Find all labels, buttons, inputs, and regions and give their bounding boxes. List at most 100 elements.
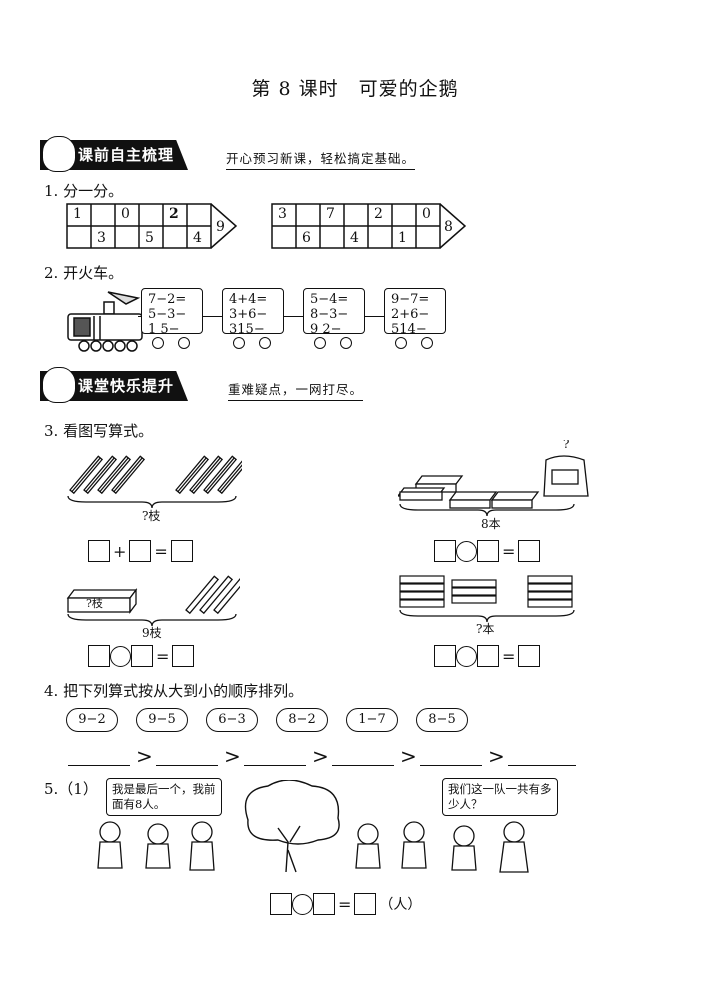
answer-blank[interactable] bbox=[508, 765, 576, 766]
brace-icon bbox=[399, 503, 575, 517]
answer-box[interactable] bbox=[434, 645, 456, 667]
answer-box[interactable] bbox=[477, 540, 499, 562]
unit-label: （人） bbox=[379, 897, 422, 913]
equation-b: = bbox=[434, 540, 541, 562]
brace-icon bbox=[399, 609, 575, 623]
grid-cell[interactable]: 6 bbox=[302, 230, 311, 246]
answer-box[interactable] bbox=[434, 540, 456, 562]
wheel-icon bbox=[421, 337, 433, 349]
grid-cell[interactable]: 3 bbox=[97, 230, 106, 246]
grid-cell[interactable]: 2 bbox=[374, 206, 383, 222]
answer-box[interactable] bbox=[88, 645, 110, 667]
expression-cloud: 8−2 bbox=[276, 708, 328, 732]
answer-box[interactable] bbox=[172, 645, 195, 667]
expression: 5−4= bbox=[310, 292, 349, 307]
expression: 3+6− bbox=[229, 307, 268, 322]
operator-circle[interactable] bbox=[110, 645, 131, 667]
greater-than-sign: > bbox=[400, 744, 417, 768]
wheel-icon bbox=[340, 337, 352, 349]
section-banner-practice: 课堂快乐提升 重难疑点，一网打尽。 bbox=[40, 367, 400, 403]
answer-box[interactable] bbox=[354, 893, 377, 915]
answer-box[interactable] bbox=[518, 645, 541, 667]
expression: 1 5− bbox=[148, 322, 180, 337]
answer-blank[interactable] bbox=[156, 765, 218, 766]
question-2-prompt: 2. 开火车。 bbox=[44, 264, 124, 282]
operator: = bbox=[502, 646, 516, 666]
grid-cell[interactable]: 1 bbox=[73, 206, 82, 222]
answer-box[interactable] bbox=[88, 540, 110, 562]
grid-cell[interactable]: 1 bbox=[398, 230, 407, 246]
expression: 9−7= bbox=[391, 292, 430, 307]
wheel-icon bbox=[178, 337, 190, 349]
svg-text:?: ? bbox=[563, 440, 569, 451]
brace-icon bbox=[67, 613, 237, 627]
answer-box[interactable] bbox=[477, 645, 499, 667]
answer-box[interactable] bbox=[313, 893, 335, 915]
expression-cloud: 8−5 bbox=[416, 708, 468, 732]
greater-than-sign: > bbox=[136, 744, 153, 768]
grid-target: 9 bbox=[216, 219, 225, 235]
grid-cell[interactable]: 4 bbox=[350, 230, 359, 246]
wheel-icon bbox=[314, 337, 326, 349]
equation-a: += bbox=[88, 540, 193, 562]
train-car: 4+4= 3+6− 315− bbox=[222, 288, 284, 337]
operator: = bbox=[156, 646, 170, 666]
pencils-icon bbox=[69, 455, 242, 495]
expression-cloud: 9−5 bbox=[136, 708, 188, 732]
expression: 315− bbox=[229, 322, 265, 337]
total-label: ?本 bbox=[476, 622, 495, 636]
answer-box[interactable] bbox=[170, 540, 193, 562]
tree-icon bbox=[244, 780, 340, 873]
answer-box[interactable] bbox=[270, 893, 292, 915]
split-grid-left bbox=[66, 203, 238, 249]
greater-than-sign: > bbox=[224, 744, 241, 768]
answer-box[interactable] bbox=[129, 540, 152, 562]
grid-cell[interactable]: 3 bbox=[278, 206, 287, 222]
grid-cell[interactable]: 0 bbox=[422, 206, 431, 222]
expression: 7−2= bbox=[148, 292, 187, 307]
children-right-icon bbox=[355, 821, 529, 873]
expression: 514− bbox=[391, 322, 427, 337]
locomotive-icon bbox=[67, 291, 143, 352]
pencil-box-icon bbox=[66, 575, 240, 615]
total-label: ?枝 bbox=[142, 509, 161, 523]
expression-cloud: 6−3 bbox=[206, 708, 258, 732]
equation-c: = bbox=[88, 645, 195, 667]
answer-blank[interactable] bbox=[244, 765, 306, 766]
answer-blank[interactable] bbox=[420, 765, 482, 766]
answer-box[interactable] bbox=[131, 645, 153, 667]
speech-bubble: 我们这一队一共有多少人？ bbox=[442, 778, 558, 816]
total-label: 9枝 bbox=[142, 626, 162, 640]
mascot-icon bbox=[42, 136, 76, 172]
brace-icon bbox=[67, 495, 237, 509]
operator-circle[interactable] bbox=[456, 645, 477, 667]
train-car: 7−2= 5−3− 1 5− bbox=[141, 288, 203, 337]
book-stacks-icon bbox=[399, 575, 573, 608]
answer-blank[interactable] bbox=[332, 765, 394, 766]
question-1-prompt: 1. 分一分。 bbox=[44, 182, 124, 200]
answer-box[interactable] bbox=[518, 540, 541, 562]
total-label: 8本 bbox=[481, 517, 501, 531]
wheel-icon bbox=[395, 337, 407, 349]
operator-circle[interactable] bbox=[456, 540, 477, 562]
grid-cell[interactable]: 5 bbox=[145, 230, 154, 246]
grid-cell[interactable]: 4 bbox=[193, 230, 202, 246]
expression: 5−3− bbox=[148, 307, 187, 322]
question-5-prompt: 5.（1） bbox=[44, 780, 98, 798]
answer-blank[interactable] bbox=[68, 765, 130, 766]
operator-circle[interactable] bbox=[292, 893, 313, 915]
operator: = bbox=[154, 541, 168, 561]
grid-cell[interactable]: 0 bbox=[121, 206, 130, 222]
expression: 2+6− bbox=[391, 307, 430, 322]
expression: 4+4= bbox=[229, 292, 268, 307]
split-grid-right bbox=[271, 203, 467, 249]
grid-cell[interactable]: 2 bbox=[169, 206, 179, 222]
operator: + bbox=[113, 541, 127, 561]
question-3-prompt: 3. 看图写算式。 bbox=[44, 422, 154, 440]
children-left-icon bbox=[97, 821, 215, 871]
question-4-prompt: 4. 把下列算式按从大到小的顺序排列。 bbox=[44, 682, 304, 700]
operator: = bbox=[502, 541, 516, 561]
expression-cloud: 9−2 bbox=[66, 708, 118, 732]
equation-d: = bbox=[434, 645, 541, 667]
grid-cell[interactable]: 7 bbox=[326, 206, 335, 222]
